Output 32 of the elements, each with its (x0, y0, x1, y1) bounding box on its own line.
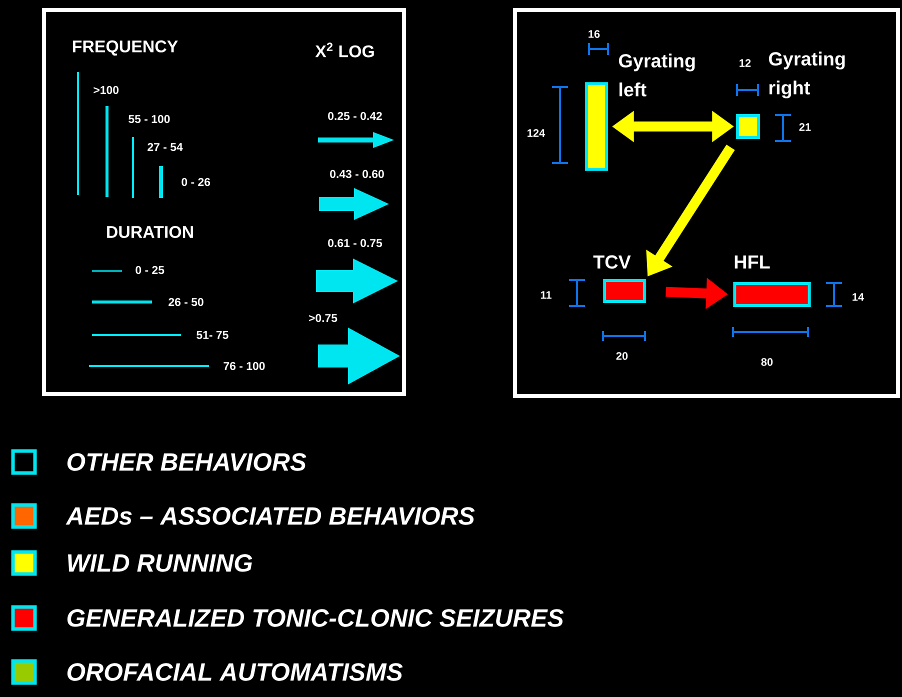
legend-text: >100 (94, 86, 119, 94)
dimension-value: 12 (740, 59, 751, 67)
dimension-value: 20 (616, 352, 628, 360)
node-label: TCV (593, 255, 631, 269)
node-label: Gyrating left (618, 54, 695, 96)
legend-text: WILD RUNNING (68, 554, 252, 572)
legend-text: 0.61 - 0.75 (328, 238, 382, 248)
legend-text: 55 - 100 (128, 114, 170, 124)
legend-text: >0.75 (309, 314, 338, 322)
heading: FREQUENCY (72, 40, 178, 56)
legend-text: 0.43 - 0.60 (330, 170, 384, 178)
legend-text: 0 - 26 (182, 178, 210, 186)
dimension-value: 16 (588, 30, 600, 38)
node-label: HFL (734, 256, 770, 268)
dimension-value: 11 (540, 291, 552, 299)
legend-text: 51- 75 (196, 331, 228, 339)
dimension-value: 80 (761, 358, 773, 366)
legend-text: OROFACIAL AUTOMATISMS (67, 663, 403, 681)
legend-text: 76 - 100 (224, 362, 265, 370)
legend-text: AEDs – ASSOCIATED BEHAVIORS (66, 507, 475, 525)
legend-text: 0.25 - 0.42 (328, 112, 382, 120)
legend-text: 26 - 50 (168, 298, 204, 306)
legend-text: 27 - 54 (148, 142, 183, 152)
dimension-value: 124 (528, 129, 546, 137)
legend-text: 0 - 25 (136, 266, 164, 274)
legend-text: OTHER BEHAVIORS (67, 453, 306, 471)
legend-text: GENERALIZED TONIC-CLONIC SEIZURES (67, 609, 564, 627)
heading: DURATION (107, 226, 193, 238)
dimension-value: 21 (799, 123, 811, 131)
node-label: Gyrating right (768, 52, 845, 98)
heading: X$^{2}$ LOG (315, 42, 374, 58)
dimension-value: 14 (852, 293, 864, 301)
